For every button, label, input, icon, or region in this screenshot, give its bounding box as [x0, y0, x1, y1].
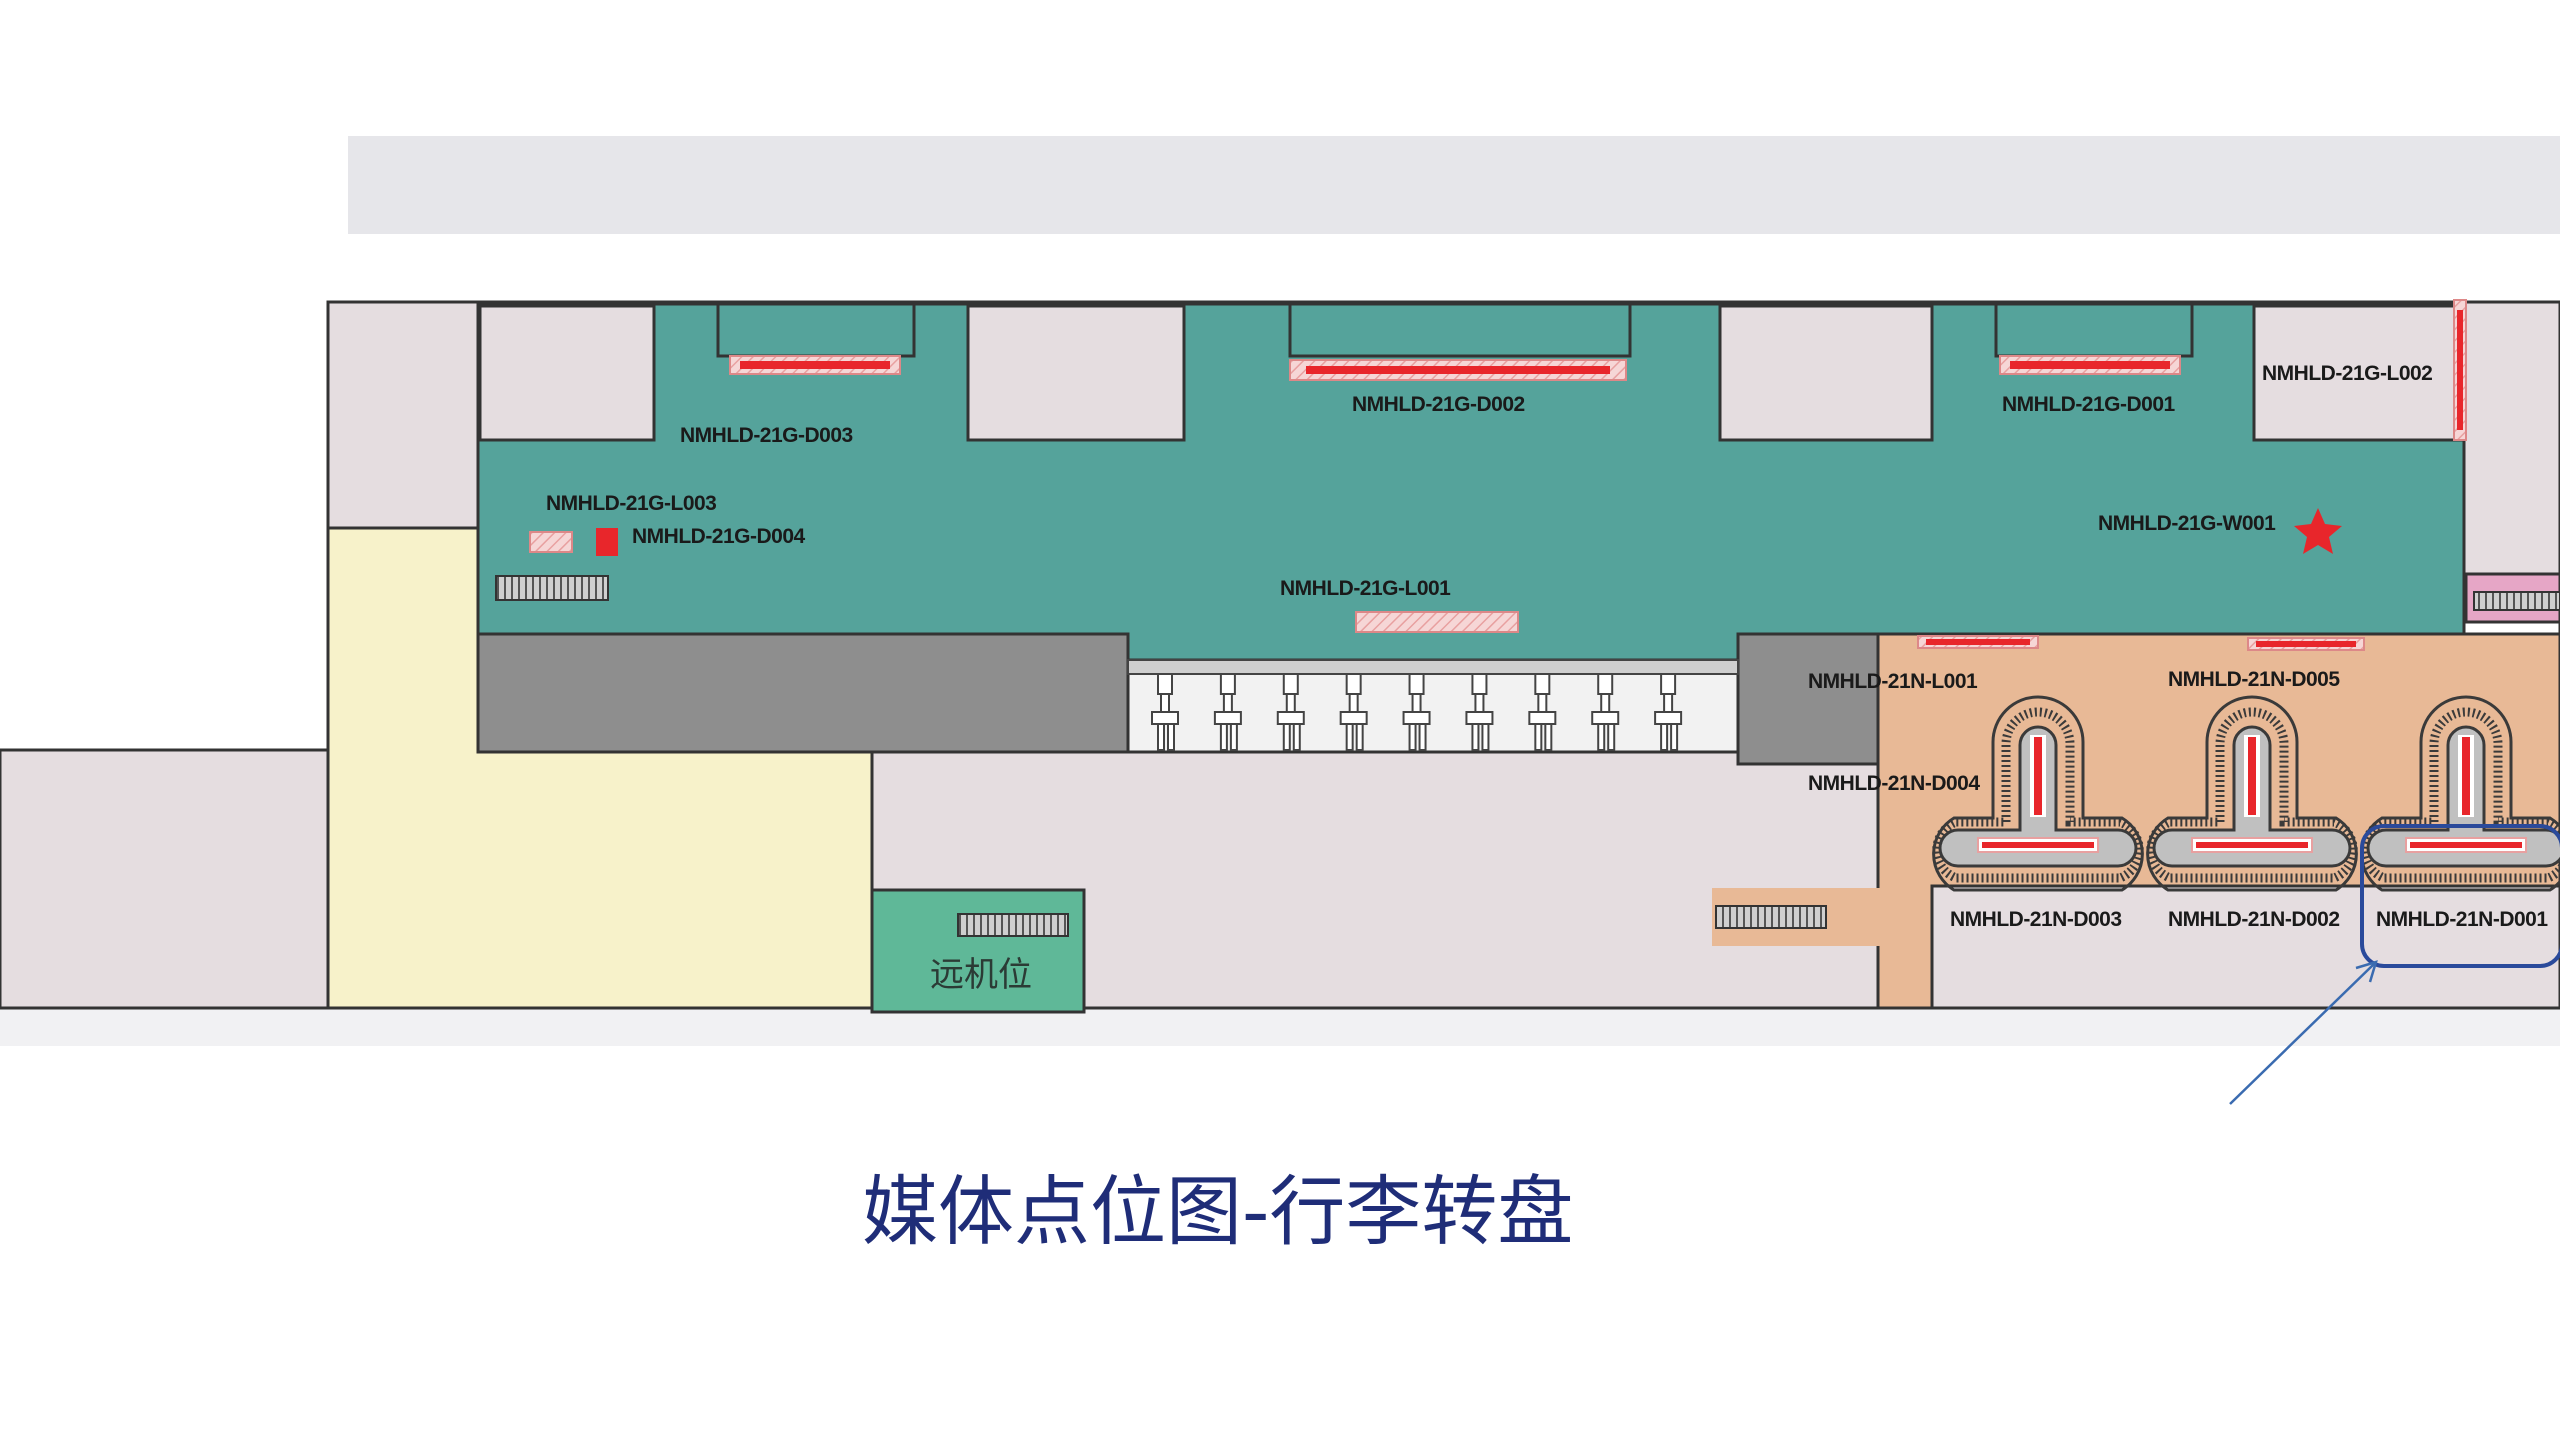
room-top-2: [966, 304, 1186, 442]
far-stand-room: [870, 888, 1086, 1014]
escalator-icon: [1715, 905, 1827, 929]
label-n-d004: NMHLD-21N-D004: [1808, 772, 1980, 795]
label-g-l002: NMHLD-21G-L002: [2262, 362, 2432, 385]
label-n-d001: NMHLD-21N-D001: [2376, 908, 2548, 931]
room-top-1: [478, 304, 656, 442]
escalator-icon: [957, 913, 1069, 937]
room-left-outer: [0, 748, 332, 1010]
escalator-icon: [2473, 591, 2560, 611]
dark-block-right: [1736, 632, 1880, 766]
label-g-w001: NMHLD-21G-W001: [2098, 512, 2276, 535]
gate-row: [1151, 673, 1683, 751]
room-left-upper: [326, 300, 482, 532]
label-g-d004: NMHLD-21G-D004: [632, 525, 806, 548]
label-g-l003: NMHLD-21G-L003: [546, 492, 716, 515]
label-g-d003: NMHLD-21G-D003: [680, 424, 853, 447]
label-g-l001: NMHLD-21G-L001: [1280, 577, 1451, 600]
top-band: [348, 136, 2560, 234]
media-screen-g-d003: [729, 355, 901, 375]
label-g-d002: NMHLD-21G-D002: [1352, 393, 1525, 416]
bottom-strip: [0, 1008, 2560, 1046]
label-n-l001: NMHLD-21N-L001: [1808, 670, 1978, 693]
room-top-3: [1718, 304, 1934, 442]
dark-block-left: [476, 632, 1130, 754]
escalator-icon: [495, 575, 609, 601]
far-stand-label: 远机位: [930, 955, 1032, 995]
label-n-d005: NMHLD-21N-D005: [2168, 668, 2340, 691]
room-right-edge: [2462, 300, 2560, 576]
media-screen-n-d005: [2247, 637, 2365, 651]
media-screen-n-l001: [1917, 635, 2039, 649]
media-screen-g-l002: [2453, 299, 2467, 441]
arrow-pointer-icon: [2229, 963, 2375, 1105]
media-screen-g-d004: [596, 528, 618, 556]
label-n-d002: NMHLD-21N-D002: [2168, 908, 2340, 931]
label-n-d003: NMHLD-21N-D003: [1950, 908, 2122, 931]
media-screen-g-d002: [1289, 359, 1627, 381]
page-title: 媒体点位图-行李转盘: [862, 1167, 1574, 1256]
media-screen-g-l003: [529, 531, 573, 553]
media-screen-g-d001: [1999, 355, 2181, 375]
room-top-4: [2252, 304, 2468, 442]
star-icon: [2294, 508, 2342, 554]
highlight-box: [2360, 824, 2560, 968]
building-outline: [326, 300, 2560, 1010]
baggage-claim-room: [1930, 884, 2560, 1010]
media-screen-g-l001: [1355, 611, 1519, 633]
label-g-d001: NMHLD-21G-D001: [2002, 393, 2176, 416]
